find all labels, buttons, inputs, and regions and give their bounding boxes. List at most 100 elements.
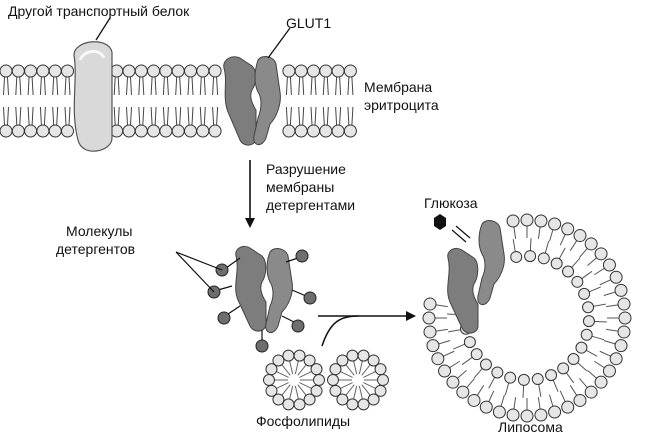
liposome-bilayer xyxy=(422,213,632,423)
lipid-tail xyxy=(15,76,22,96)
detergent-label-line2: детергентов xyxy=(56,241,135,257)
lipid-head xyxy=(602,258,616,272)
lipid-head xyxy=(319,124,333,138)
lipid-tail xyxy=(310,76,317,96)
liposome-label: Липосома xyxy=(498,419,563,435)
lipid-head xyxy=(548,217,562,231)
lipid-head xyxy=(367,354,380,367)
lipid-tail xyxy=(347,76,354,96)
lipid-tail xyxy=(126,76,132,96)
lipid-head xyxy=(147,124,161,138)
lipid-tail xyxy=(298,106,305,126)
lipid-tail xyxy=(212,76,219,96)
lipid-head xyxy=(504,371,517,384)
lipid-head xyxy=(582,315,595,328)
lipid-head xyxy=(293,349,306,362)
lipid-head xyxy=(134,124,148,138)
lipid-head xyxy=(343,124,357,138)
lipid-head xyxy=(609,352,623,366)
lipid-head xyxy=(303,354,316,367)
lipid-tail xyxy=(187,106,194,126)
destroy-label-line1: Разрушение xyxy=(266,161,346,177)
lipid-head xyxy=(531,373,544,386)
lipid-head xyxy=(24,124,38,138)
lipid-head xyxy=(329,384,342,397)
glucose-label: Глюкоза xyxy=(424,195,478,211)
lipid-head xyxy=(426,339,440,353)
lipid-tail xyxy=(3,106,9,126)
lipid-head xyxy=(562,265,575,278)
lipid-head xyxy=(265,363,278,376)
lipid-head xyxy=(11,64,25,78)
lipid-head xyxy=(584,237,598,251)
phospholipids-label: Фосфолипиды xyxy=(256,413,350,429)
other-protein-leader xyxy=(95,17,111,41)
lipid-tail xyxy=(113,106,120,126)
merge-curve xyxy=(321,315,359,347)
lipid-head xyxy=(282,398,295,411)
lipid-head xyxy=(571,275,584,288)
lipid-tail xyxy=(347,106,354,126)
lipid-head xyxy=(584,385,598,399)
lipid-head xyxy=(11,124,25,138)
lipid-head xyxy=(310,363,323,376)
lipid-head xyxy=(573,229,587,243)
lipid-head xyxy=(61,124,74,138)
lipid-head xyxy=(24,64,38,78)
lipid-head xyxy=(122,64,136,78)
lipid-head xyxy=(0,124,13,138)
lipid-tail xyxy=(52,76,59,96)
lipid-head xyxy=(327,374,339,386)
lipid-tail xyxy=(322,76,329,96)
lipid-head xyxy=(479,400,493,414)
lipid-head xyxy=(537,252,550,265)
lipid-head xyxy=(510,250,523,263)
glut1-protein-liposome xyxy=(447,220,505,334)
lipid-head xyxy=(524,250,537,263)
lipid-head xyxy=(61,64,74,78)
lipid-head xyxy=(171,64,185,78)
lipid-head xyxy=(272,393,285,406)
lipid-head xyxy=(534,408,548,422)
lipid-head xyxy=(282,124,296,138)
lipid-head xyxy=(550,257,563,270)
phospholipid-micelle-1 xyxy=(263,349,325,411)
lipid-head xyxy=(617,325,631,339)
lipid-tail xyxy=(175,106,182,126)
lipid-head xyxy=(520,409,534,423)
lipid-tail xyxy=(39,106,46,126)
lipid-tail xyxy=(15,106,22,126)
lipid-tail xyxy=(199,76,206,96)
glucose-arrow-in xyxy=(451,229,467,243)
lipid-head xyxy=(196,124,210,138)
destroy-label-line2: мембраны xyxy=(266,179,334,195)
erythrocyte-membrane-bilayer xyxy=(0,64,357,138)
lipid-head xyxy=(282,64,296,78)
lipid-tail xyxy=(113,76,120,96)
lipid-head xyxy=(319,64,333,78)
lipid-head xyxy=(196,64,210,78)
lipid-head xyxy=(272,354,285,367)
lipid-head xyxy=(293,398,306,411)
lipid-head xyxy=(446,375,460,389)
lipid-head xyxy=(517,373,530,386)
glut1-label: GLUT1 xyxy=(286,15,331,31)
lipid-tail xyxy=(150,106,157,126)
other-transport-protein xyxy=(73,41,113,152)
lipid-head xyxy=(614,339,628,353)
lipid-head xyxy=(307,64,320,78)
lipid-head xyxy=(594,247,608,261)
lipid-head xyxy=(491,366,504,379)
lipid-head xyxy=(567,353,580,366)
lipid-head xyxy=(184,124,197,138)
lipid-tail xyxy=(126,106,132,126)
glucose-molecule xyxy=(434,214,446,230)
lipid-head xyxy=(594,375,608,389)
lipid-tail xyxy=(27,106,34,126)
lipid-head xyxy=(329,363,342,376)
detergent-leader-2 xyxy=(175,251,215,293)
lipid-head xyxy=(263,374,275,386)
lipid-head xyxy=(184,64,197,78)
lipid-head xyxy=(147,64,161,78)
